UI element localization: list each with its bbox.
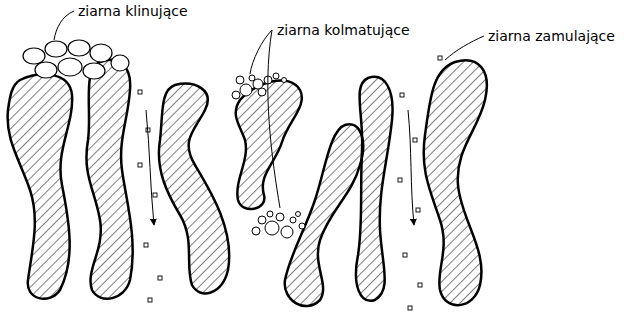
silting-grains (138, 56, 442, 310)
clogging-grains (232, 73, 305, 238)
callout-label: ziarna zamulające (486, 28, 617, 44)
wedging-grains (23, 40, 129, 79)
soil-grains (8, 60, 487, 306)
callout-label: ziarna klinujące (76, 3, 190, 19)
callout-label: ziarna kolmatujące (275, 22, 412, 38)
leader-lines (54, 11, 484, 208)
